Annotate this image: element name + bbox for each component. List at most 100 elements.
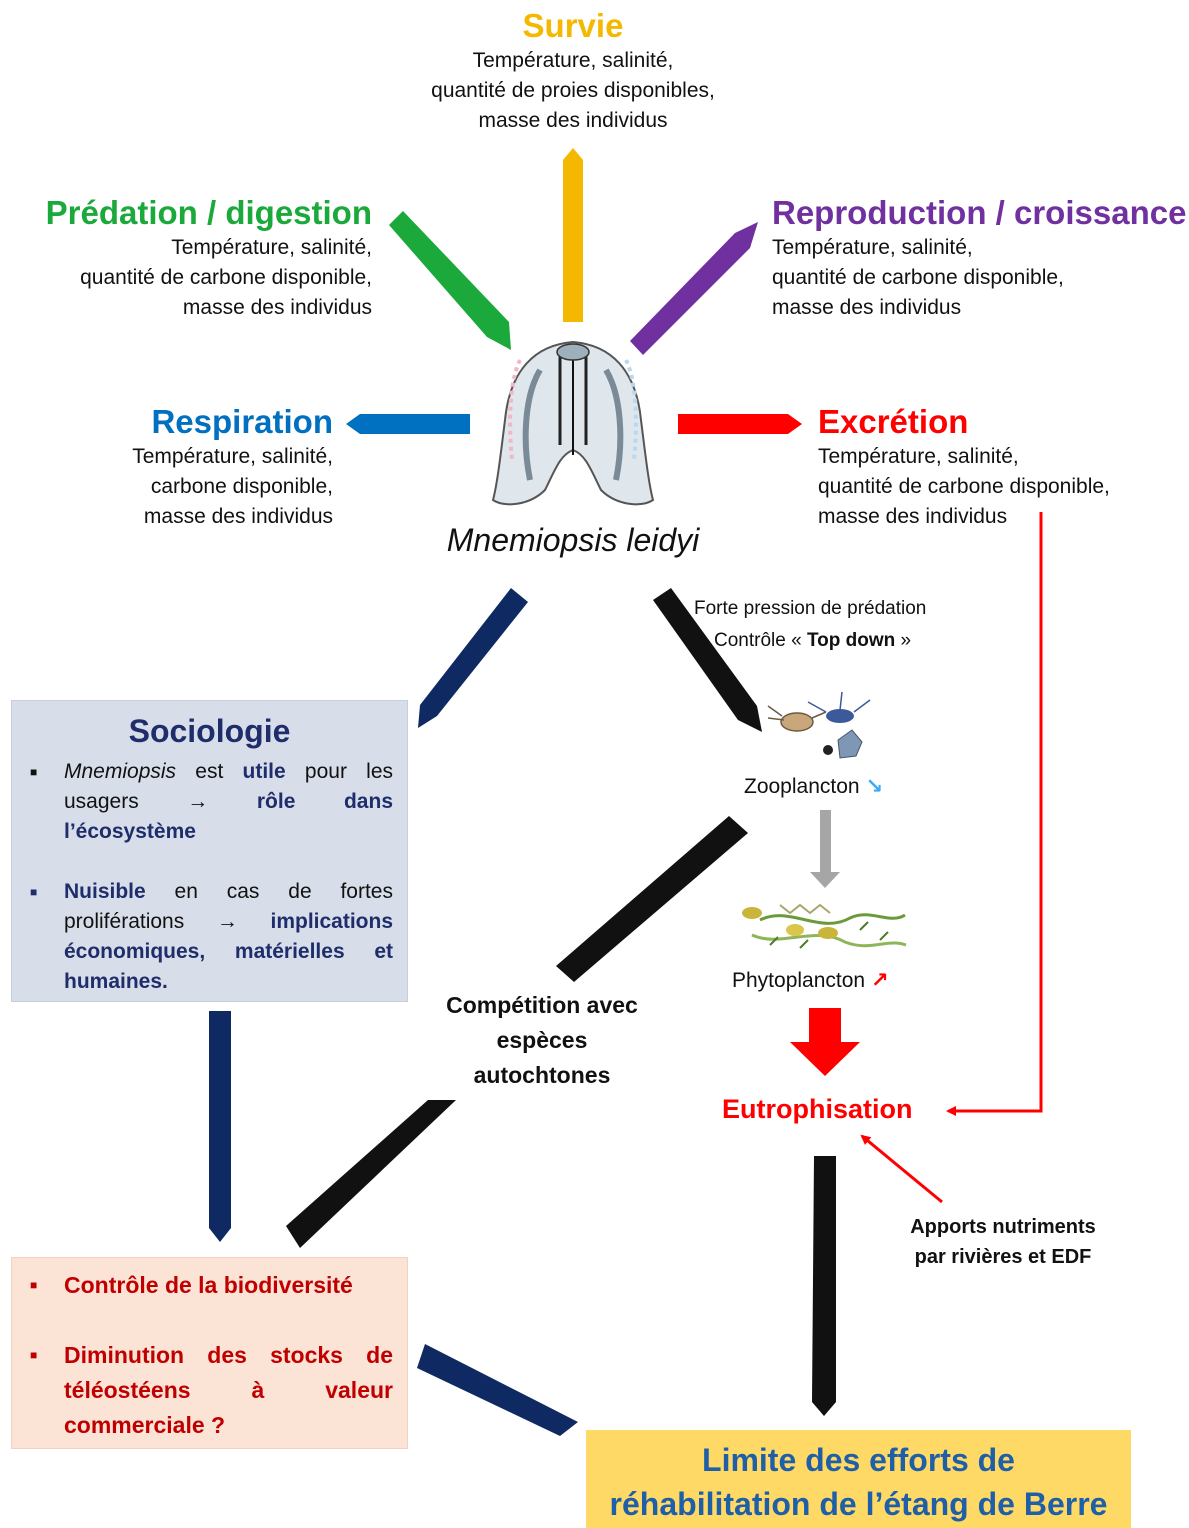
species-genus: Mnemiopsis — [446, 522, 618, 558]
predation-factor-line: Température, salinité, — [171, 236, 372, 259]
limite-line: Limite des efforts de — [702, 1442, 1015, 1478]
competition-block: Compétition avec espèces autochtones — [420, 988, 664, 1093]
biodiversite-box: ■ Contrôle de la biodiversité ■ Diminuti… — [11, 1257, 408, 1449]
excretion-arrow — [678, 414, 802, 434]
respiration-factors: Température, salinité, carbone disponibl… — [60, 442, 333, 532]
phytoplancton-illustration — [742, 903, 907, 949]
topdown-line2: Contrôle « Top down » — [694, 625, 994, 657]
respiration-arrow — [346, 414, 470, 434]
excretion-to-eutrophisation-line — [946, 512, 1043, 1116]
respiration-factor-line: Température, salinité, — [132, 445, 333, 468]
sociologie-bold: Nuisible — [64, 880, 146, 903]
reproduction-arrow — [630, 222, 758, 355]
organism-to-sociologie-arrow — [418, 588, 528, 728]
sociologie-box: Sociologie ■ Mnemiopsis est utile pour l… — [11, 700, 408, 1002]
sociologie-text: pour les usagers — [64, 760, 394, 813]
excretion-block: Excrétion Température, salinité, quantit… — [818, 402, 1158, 532]
competition-to-biodiversite-arrow — [286, 1100, 456, 1248]
biodiversite-text: Diminution des stocks de téléostéens à v… — [64, 1342, 393, 1438]
predation-factors: Température, salinité, quantité de carbo… — [20, 233, 372, 323]
species-name: Mnemiopsis leidyi — [400, 520, 746, 560]
survie-factors: Température, salinité, quantité de proie… — [400, 46, 746, 136]
arrow-right-icon: → — [187, 790, 209, 813]
predation-factor-line: masse des individus — [182, 296, 372, 319]
sociologie-list: ■ Mnemiopsis est utile pour les usagers … — [12, 757, 407, 997]
sociologie-bold: implications économiques, matérielles et… — [64, 910, 394, 993]
survie-factor-line: masse des individus — [478, 109, 668, 132]
eutrophisation-label: Eutrophisation — [722, 1094, 913, 1124]
species-epithet: leidyi — [626, 522, 700, 558]
respiration-block: Respiration Température, salinité, carbo… — [60, 402, 333, 532]
apports-line: Apports nutriments — [910, 1216, 1096, 1238]
sociologie-bold: utile — [242, 760, 286, 783]
phyto-to-eutrophisation-arrow — [790, 1008, 860, 1076]
limite-box: Limite des efforts de réhabilitation de … — [586, 1430, 1131, 1528]
topdown-block: Forte pression de prédation Contrôle « T… — [694, 593, 994, 657]
biodiversite-text: Contrôle de la biodiversité — [64, 1272, 353, 1298]
respiration-factor-line: carbone disponible, — [150, 475, 333, 498]
reproduction-factors: Température, salinité, quantité de carbo… — [772, 233, 1182, 323]
competition-line: espèces — [496, 1027, 588, 1053]
sociologie-text: en cas de fortes proliférations — [64, 880, 393, 933]
reproduction-factor-line: masse des individus — [772, 296, 962, 319]
predation-title: Prédation / digestion — [45, 194, 372, 231]
biodiversite-item: ■ Diminution des stocks de téléostéens à… — [12, 1338, 407, 1443]
reproduction-title: Reproduction / croissance — [772, 194, 1187, 231]
reproduction-block: Reproduction / croissance Température, s… — [772, 193, 1187, 323]
sociologie-item: ■ Nuisible en cas de fortes prolifératio… — [12, 877, 407, 997]
survie-arrow — [563, 148, 583, 322]
biodiversite-list: ■ Contrôle de la biodiversité ■ Diminuti… — [12, 1268, 407, 1443]
sociologie-bold: rôle dans l’écosystème — [64, 790, 393, 843]
competition-line: Compétition avec — [446, 992, 638, 1018]
excretion-factor-line: Température, salinité, — [818, 445, 1019, 468]
zooplancton-illustration — [767, 691, 871, 759]
excretion-factor-line: quantité de carbone disponible, — [818, 475, 1110, 498]
sociologie-to-biodiversite-arrow — [209, 1011, 231, 1242]
biodiversite-to-limite-arrow — [417, 1344, 578, 1436]
competition-line: autochtones — [473, 1062, 611, 1088]
zooplancton-label: Zooplancton ↘ — [744, 772, 883, 802]
limite-line: réhabilitation de l’étang de Berre — [609, 1486, 1108, 1522]
topdown-line1: Forte pression de prédation — [694, 598, 927, 619]
arrow-right-icon: → — [216, 910, 238, 933]
survie-block: Survie Température, salinité, quantité d… — [400, 6, 746, 136]
predation-arrow — [389, 211, 511, 350]
excretion-factor-line: masse des individus — [818, 505, 1008, 528]
zooplancton-trend-icon: ↘ — [865, 775, 884, 798]
predation-factor-line: quantité de carbone disponible, — [80, 266, 372, 289]
survie-title: Survie — [522, 7, 624, 44]
sociologie-genus: Mnemiopsis — [64, 760, 177, 783]
mnemiopsis-illustration — [491, 340, 655, 506]
apports-line: par rivières et EDF — [914, 1246, 1092, 1268]
phytoplancton-text: Phytoplancton — [732, 969, 866, 992]
excretion-factors: Température, salinité, quantité de carbo… — [818, 442, 1158, 532]
zooplancton-competition-bar — [556, 816, 748, 982]
sociologie-title: Sociologie — [128, 713, 291, 749]
reproduction-factor-line: quantité de carbone disponible, — [772, 266, 1064, 289]
square-bullet-icon: ■ — [30, 1348, 38, 1362]
topdown-prefix: Contrôle « — [714, 630, 807, 651]
biodiversite-item: ■ Contrôle de la biodiversité — [12, 1268, 407, 1303]
topdown-bold: Top down — [806, 630, 896, 651]
respiration-factor-line: masse des individus — [143, 505, 333, 528]
apports-block: Apports nutriments par rivières et EDF — [893, 1212, 1113, 1272]
apports-to-eutrophisation-line — [860, 1134, 943, 1204]
survie-factor-line: Température, salinité, — [472, 49, 674, 72]
respiration-title: Respiration — [151, 403, 333, 440]
excretion-title: Excrétion — [818, 403, 969, 440]
sociologie-item: ■ Mnemiopsis est utile pour les usagers … — [12, 757, 407, 847]
square-bullet-icon: ■ — [30, 765, 38, 779]
organism-to-zooplancton-arrow — [653, 588, 762, 732]
square-bullet-icon: ■ — [30, 885, 38, 899]
zoo-to-phyto-arrow — [810, 810, 840, 888]
eutrophisation-to-limite-arrow — [812, 1156, 836, 1416]
predation-block: Prédation / digestion Température, salin… — [20, 193, 372, 323]
phytoplancton-trend-icon: ↗ — [870, 969, 889, 992]
survie-factor-line: quantité de proies disponibles, — [431, 79, 715, 102]
square-bullet-icon: ■ — [30, 1278, 38, 1292]
phytoplancton-label: Phytoplancton ↗ — [732, 966, 889, 996]
reproduction-factor-line: Température, salinité, — [772, 236, 973, 259]
zooplancton-text: Zooplancton — [744, 775, 860, 798]
topdown-suffix: » — [895, 630, 912, 651]
